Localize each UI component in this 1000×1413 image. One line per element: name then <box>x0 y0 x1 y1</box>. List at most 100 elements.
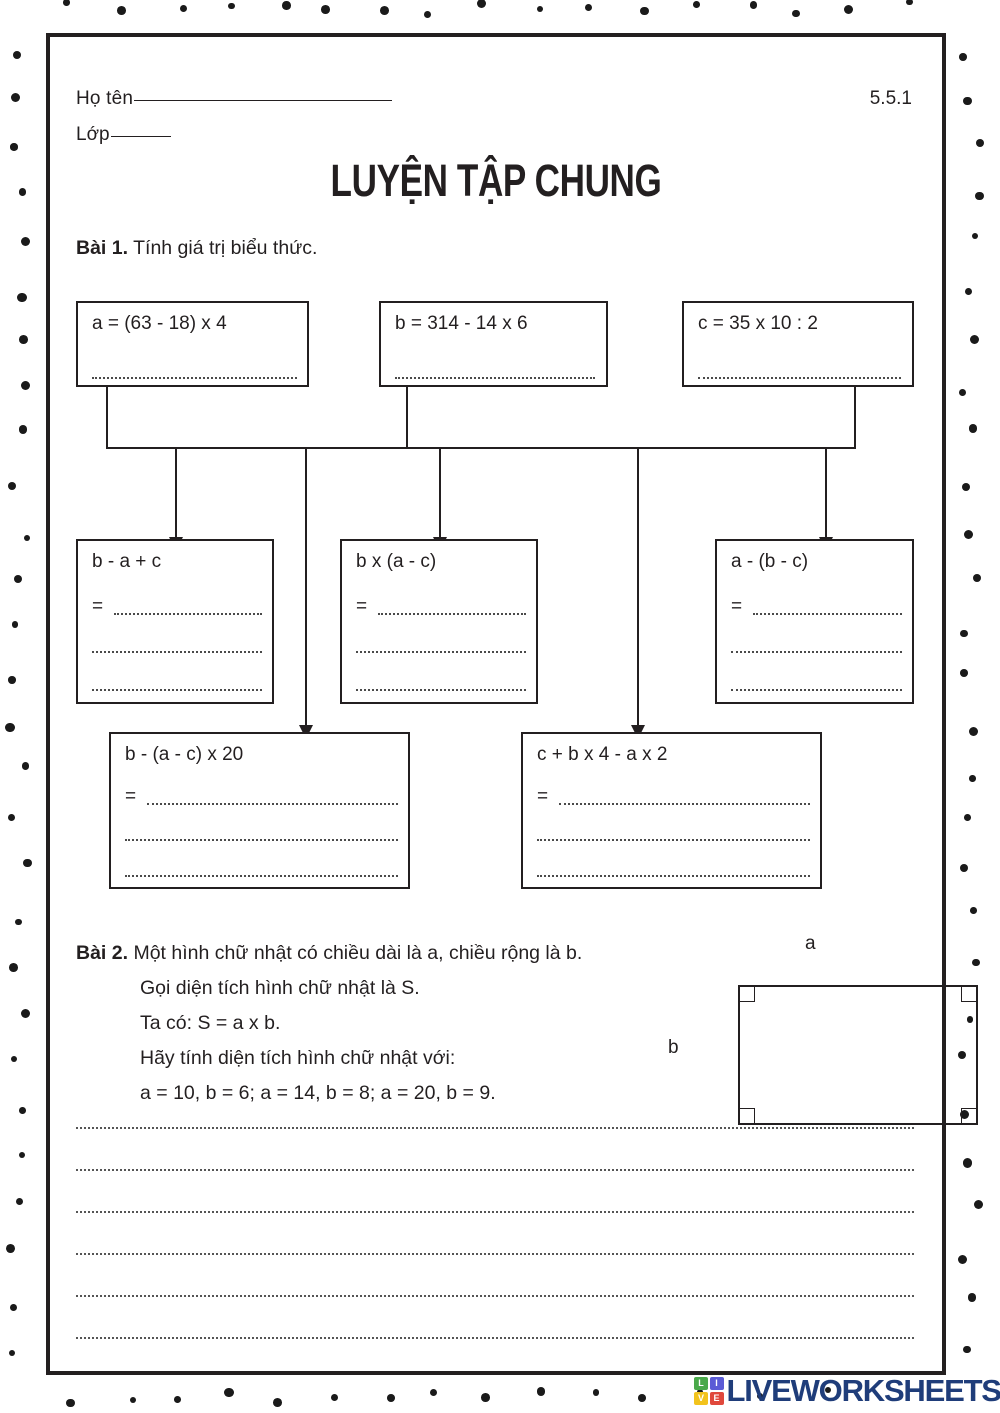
border-dot <box>380 5 390 15</box>
given-answer-line-c[interactable] <box>698 377 901 379</box>
work-line-5c[interactable] <box>537 875 810 877</box>
border-dot <box>592 1388 600 1396</box>
border-dot <box>424 11 432 19</box>
border-dot <box>974 1199 984 1209</box>
right-angle-mark-bottom-right <box>961 1108 976 1123</box>
worksheet-frame: Họ tên Lớp 5.5.1 LUYỆN TẬP CHUNG Bài 1. … <box>46 33 978 1375</box>
liveworksheets-wordmark: LIVEWORKSHEETS <box>726 1373 1000 1408</box>
given-answer-line-b[interactable] <box>395 377 595 379</box>
border-dot <box>963 529 973 540</box>
worksheet-code: 5.5.1 <box>869 88 912 109</box>
work-box-2[interactable]: b x (a - c) = <box>340 539 538 704</box>
task1-instruction: Tính giá trị biểu thức. <box>133 237 318 259</box>
border-dot <box>7 814 15 822</box>
work-line-2c[interactable] <box>356 689 526 691</box>
right-angle-mark-top-right <box>961 987 976 1002</box>
border-dot <box>21 380 31 390</box>
task2-number: Bài 2. <box>76 942 129 964</box>
border-dot <box>10 1055 18 1063</box>
border-dot <box>63 0 70 6</box>
border-dot <box>11 621 19 628</box>
answer-line-6[interactable] <box>76 1337 914 1339</box>
border-dot <box>970 906 977 914</box>
given-box-c[interactable]: c = 35 x 10 : 2 <box>682 301 914 387</box>
border-dot <box>19 1107 26 1114</box>
border-dot <box>536 5 544 13</box>
border-dot <box>971 232 979 240</box>
work-box-1[interactable]: b - a + c = <box>76 539 274 704</box>
border-dot <box>8 676 16 684</box>
given-expression-c: c = 35 x 10 : 2 <box>698 313 818 334</box>
student-name-label: Họ tên <box>76 88 134 109</box>
student-name-field[interactable]: Họ tên <box>76 88 393 110</box>
given-expression-a: a = (63 - 18) x 4 <box>92 313 227 334</box>
border-dot <box>330 1393 338 1401</box>
border-dot <box>975 138 984 147</box>
answer-line-4[interactable] <box>76 1253 914 1255</box>
work-line-1b[interactable] <box>92 651 262 653</box>
task1-heading: Bài 1. Tính giá trị biểu thức. <box>76 237 317 260</box>
work-line-4a[interactable] <box>147 803 398 805</box>
work-expression-3: a - (b - c) <box>731 551 809 572</box>
border-dot <box>640 7 649 16</box>
work-line-5a[interactable] <box>559 803 810 805</box>
work-line-4b[interactable] <box>125 839 398 841</box>
figure-label-b: b <box>668 1037 679 1058</box>
border-dot <box>18 335 28 345</box>
logo-block-l: L <box>694 1377 708 1391</box>
given-box-b[interactable]: b = 314 - 14 x 6 <box>379 301 608 387</box>
border-dot <box>10 1303 18 1311</box>
border-dot <box>7 482 16 491</box>
connector-c-stub <box>854 387 856 449</box>
work-eq-5: = <box>537 786 549 807</box>
given-expression-b: b = 314 - 14 x 6 <box>395 313 528 334</box>
given-answer-line-a[interactable] <box>92 377 297 379</box>
border-dot <box>638 1393 647 1402</box>
student-class-field[interactable]: Lớp <box>76 124 171 146</box>
page-title: LUYỆN TẬP CHUNG <box>330 155 662 206</box>
task2-line-4: a = 10, b = 6; a = 14, b = 8; a = 20, b … <box>140 1082 496 1104</box>
student-name-rule[interactable] <box>134 100 393 101</box>
work-box-3[interactable]: a - (b - c) = <box>715 539 914 704</box>
given-box-a[interactable]: a = (63 - 18) x 4 <box>76 301 309 387</box>
border-dot <box>959 389 967 396</box>
border-dot <box>693 0 700 8</box>
work-line-4c[interactable] <box>125 875 398 877</box>
border-dot <box>18 1151 26 1159</box>
work-line-5b[interactable] <box>537 839 810 841</box>
task2-line-1: Gọi diện tích hình chữ nhật là S. <box>140 977 420 999</box>
border-dot <box>15 918 22 926</box>
answer-line-1[interactable] <box>76 1127 914 1129</box>
answer-line-5[interactable] <box>76 1295 914 1297</box>
answer-line-3[interactable] <box>76 1211 914 1213</box>
right-angle-mark-top-left <box>740 987 755 1002</box>
student-class-rule[interactable] <box>110 136 171 137</box>
border-dot <box>8 963 18 972</box>
work-line-2b[interactable] <box>356 651 526 653</box>
work-line-2a[interactable] <box>378 613 526 615</box>
answer-line-2[interactable] <box>76 1169 914 1171</box>
border-dot <box>962 1345 971 1354</box>
border-dot <box>16 1197 24 1205</box>
work-line-3c[interactable] <box>731 689 902 691</box>
work-box-4[interactable]: b - (a - c) x 20 = <box>109 732 410 889</box>
border-dot <box>320 4 330 14</box>
border-dot <box>174 1395 182 1403</box>
task1-number: Bài 1. <box>76 237 129 259</box>
work-line-3b[interactable] <box>731 651 902 653</box>
border-dot <box>969 775 976 782</box>
work-box-5[interactable]: c + b x 4 - a x 2 = <box>521 732 822 889</box>
border-dot <box>476 0 487 9</box>
work-expression-1: b - a + c <box>92 551 162 572</box>
border-dot <box>967 1293 977 1302</box>
work-line-1a[interactable] <box>114 613 262 615</box>
work-line-1c[interactable] <box>92 689 262 691</box>
border-dot <box>23 534 31 542</box>
border-dot <box>282 1 291 10</box>
task2-line-2: Ta có: S = a x b. <box>140 1012 281 1034</box>
border-dot <box>964 287 972 295</box>
work-eq-4: = <box>125 786 137 807</box>
work-line-3a[interactable] <box>753 613 902 615</box>
border-dot <box>21 762 30 770</box>
border-dot <box>975 191 984 201</box>
